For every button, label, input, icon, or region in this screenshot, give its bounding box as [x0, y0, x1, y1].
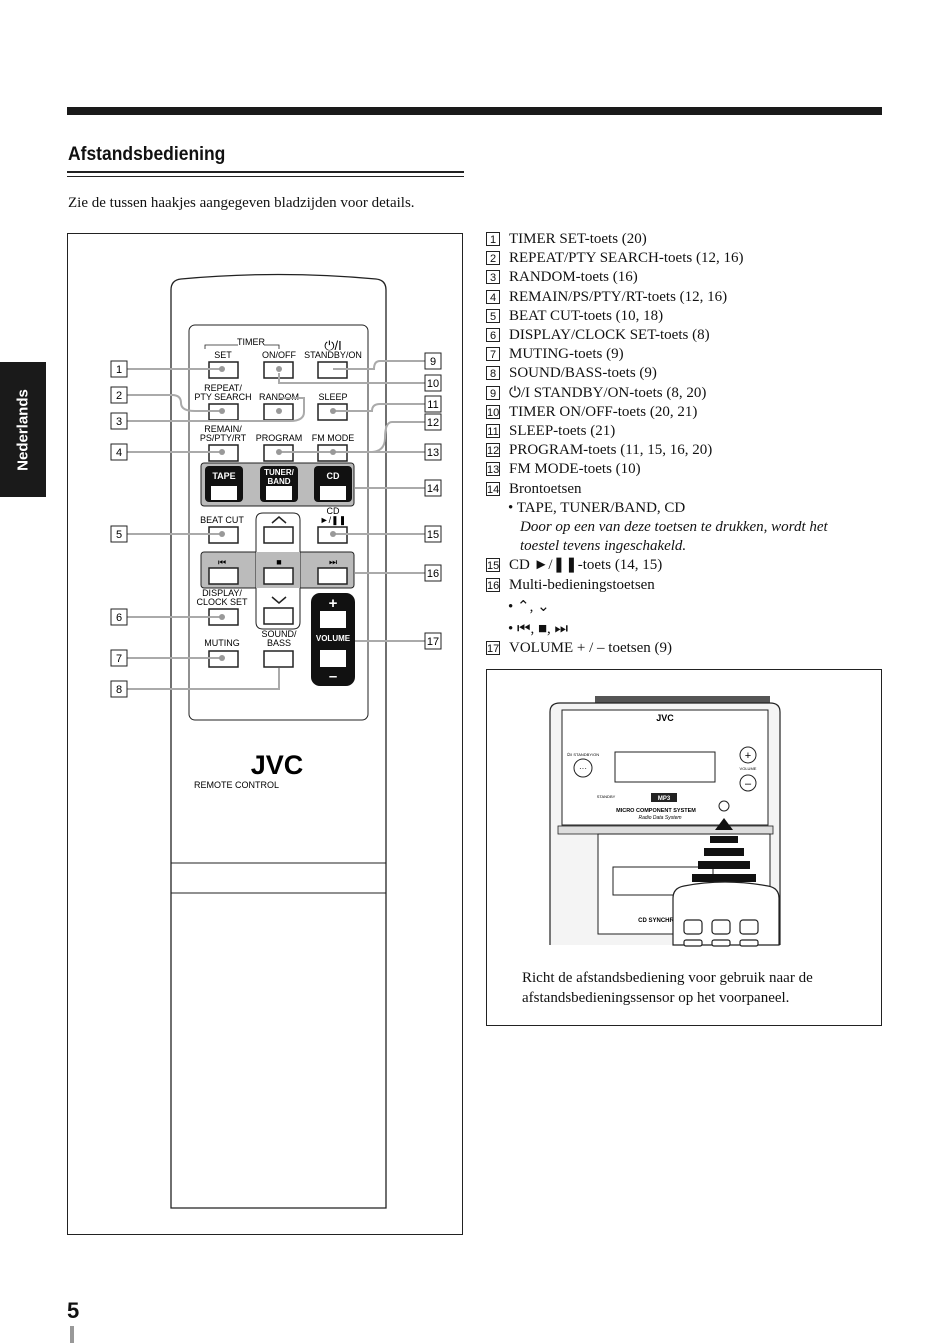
svg-text:3: 3 [116, 416, 122, 428]
svg-text:TIMER: TIMER [237, 337, 265, 347]
svg-text:VOLUME: VOLUME [316, 634, 351, 643]
svg-text:TAPE: TAPE [212, 471, 235, 481]
list-subitem: • ⌃, ⌄ [508, 598, 550, 615]
svg-text:5: 5 [116, 529, 122, 541]
list-item: 9⏻/I STANDBY/ON-toets (8, 20) [486, 384, 906, 403]
svg-text:2: 2 [116, 390, 122, 402]
sensor-caption: Richt de afstandsbediening voor gebruik … [522, 970, 813, 1006]
svg-text:PTY SEARCH: PTY SEARCH [194, 392, 251, 402]
title-rule [67, 171, 464, 173]
svg-text:9: 9 [430, 356, 436, 368]
page-title: Afstandsbediening [68, 144, 226, 165]
intro-text: Zie de tussen haakjes aangegeven bladzij… [68, 195, 415, 211]
svg-text:REMAIN/: REMAIN/ [204, 424, 242, 434]
svg-text:+: + [329, 595, 338, 612]
svg-text:11: 11 [427, 399, 438, 411]
svg-text:8: 8 [116, 684, 122, 696]
svg-text:15: 15 [427, 529, 439, 541]
svg-text:CLOCK SET: CLOCK SET [196, 597, 248, 607]
svg-text:⏻/I STANDBY/ON: ⏻/I STANDBY/ON [567, 752, 599, 757]
language-tab: Nederlands [0, 362, 46, 497]
svg-text:TUNER/: TUNER/ [264, 468, 295, 477]
svg-text:PS/PTY/RT: PS/PTY/RT [200, 433, 247, 443]
svg-text:–: – [745, 778, 752, 790]
list-note: Door op een van deze toetsen te drukken,… [520, 519, 828, 536]
svg-text:BAND: BAND [267, 477, 290, 486]
svg-text:MICRO COMPONENT SYSTEM: MICRO COMPONENT SYSTEM [616, 808, 696, 814]
svg-text:Radio Data System: Radio Data System [638, 815, 681, 821]
sensor-figure [486, 669, 882, 1026]
svg-text:PROGRAM: PROGRAM [256, 433, 303, 443]
svg-text:STANDBY/ON: STANDBY/ON [304, 350, 362, 360]
svg-text:···: ··· [579, 764, 587, 773]
svg-text:BEAT CUT: BEAT CUT [200, 515, 244, 525]
page-number: 5 [67, 1298, 80, 1323]
svg-text:⏮: ⏮ [218, 557, 226, 567]
svg-text:REMOTE CONTROL: REMOTE CONTROL [194, 780, 279, 790]
svg-text:REPEAT/: REPEAT/ [204, 383, 242, 393]
list-note: toestel tevens ingeschakeld. [520, 538, 687, 555]
svg-text:JVC: JVC [656, 713, 674, 723]
svg-text:FM MODE: FM MODE [312, 433, 355, 443]
list-subitem: • TAPE, TUNER/BAND, CD [508, 499, 686, 516]
svg-text:⏭: ⏭ [329, 557, 337, 567]
svg-text:CD: CD [327, 471, 340, 481]
svg-text:CD SYNCHRO I: CD SYNCHRO I [638, 918, 682, 924]
svg-text:12: 12 [427, 417, 439, 429]
svg-text:6: 6 [116, 612, 122, 624]
list-subitem: • ⏮, ■, ⏭ [508, 621, 569, 638]
svg-text:1: 1 [116, 364, 122, 376]
svg-text:►/❚❚: ►/❚❚ [320, 515, 347, 526]
svg-text:7: 7 [116, 653, 122, 665]
svg-text:SET: SET [214, 350, 232, 360]
svg-text:VOLUME: VOLUME [740, 766, 757, 771]
svg-text:10: 10 [427, 378, 439, 390]
svg-text:BASS: BASS [267, 638, 291, 648]
title-rule-thin [67, 176, 464, 177]
svg-text:SOUND/: SOUND/ [261, 629, 297, 639]
svg-text:CD: CD [327, 506, 340, 516]
svg-text:■: ■ [276, 557, 281, 567]
svg-text:MUTING: MUTING [204, 638, 240, 648]
svg-text:+: + [745, 750, 751, 762]
svg-text:ON/OFF: ON/OFF [262, 350, 296, 360]
svg-text:14: 14 [427, 483, 439, 495]
svg-text:13: 13 [427, 447, 439, 459]
svg-text:16: 16 [427, 568, 439, 580]
svg-text:17: 17 [427, 636, 439, 648]
svg-text:STANDBY: STANDBY [597, 794, 616, 799]
svg-text:MP3: MP3 [658, 796, 671, 802]
remote-figure [67, 233, 463, 1235]
top-rule [67, 107, 882, 115]
svg-text:⏻/I: ⏻/I [324, 338, 342, 353]
svg-text:JVC: JVC [251, 750, 304, 780]
svg-text:4: 4 [116, 447, 122, 459]
svg-text:–: – [329, 668, 337, 685]
page-number-bar [70, 1326, 74, 1343]
svg-text:DISPLAY/: DISPLAY/ [202, 588, 242, 598]
svg-text:SLEEP: SLEEP [318, 392, 347, 402]
